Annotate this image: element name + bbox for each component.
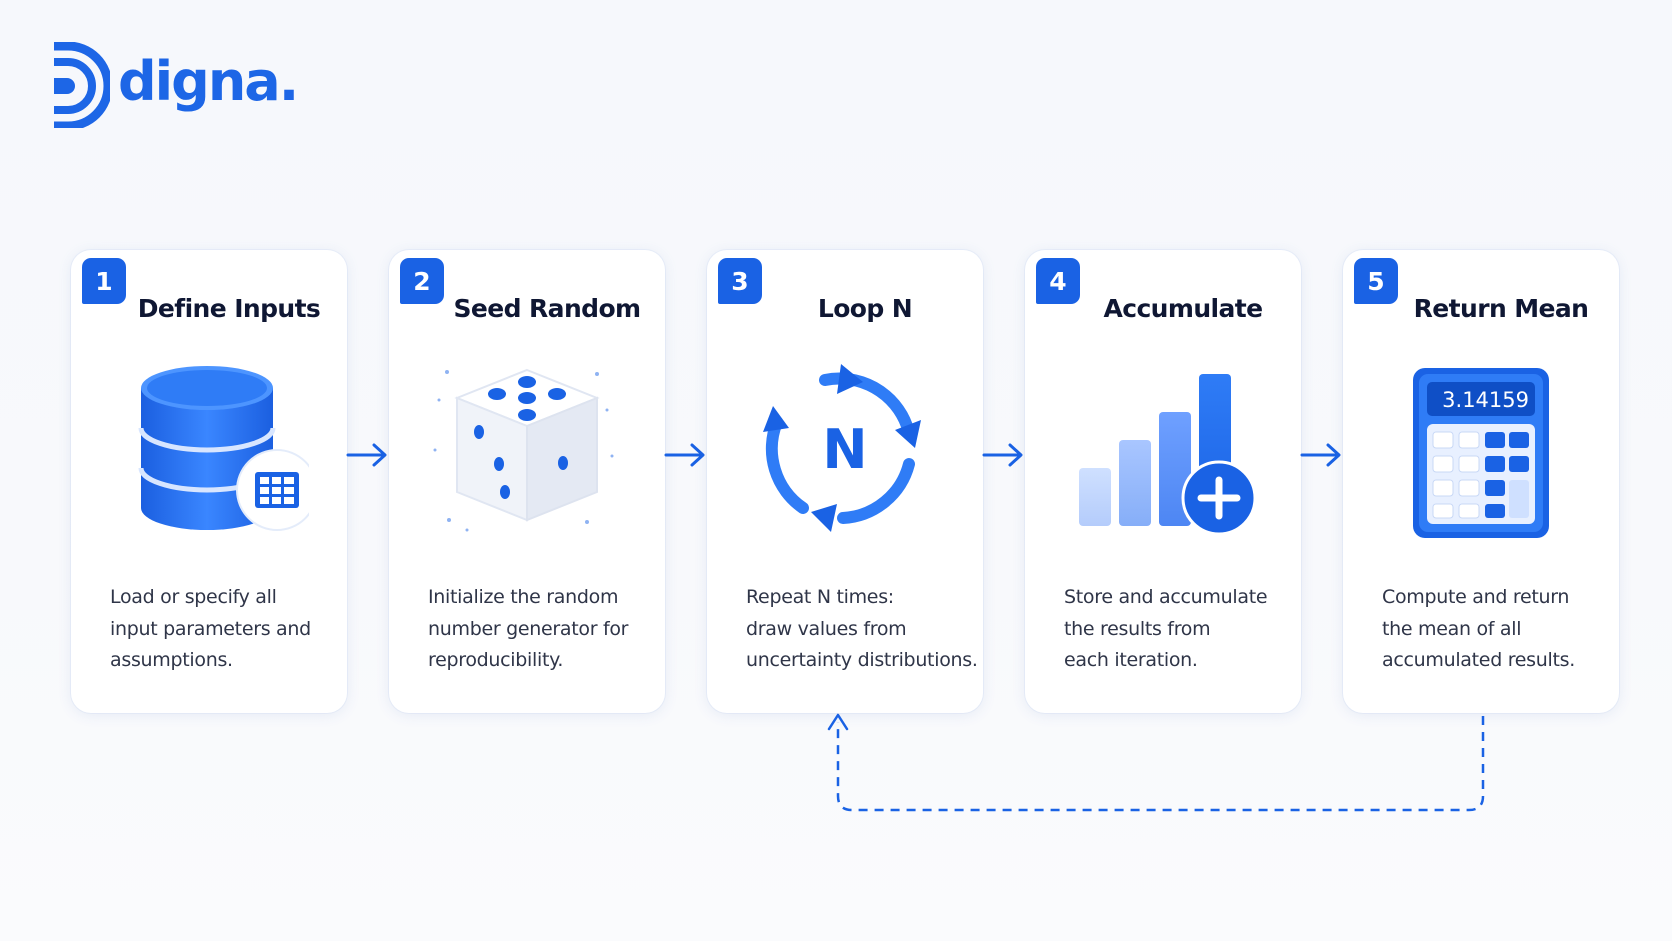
step-card-define-inputs: 1 Define Inputs Load or specify all in: [71, 250, 347, 713]
dice-icon: [427, 360, 627, 540]
step-card-loop-n: 3 Loop N N Repeat N times: draw values f…: [707, 250, 983, 713]
step-card-return-mean: 5 Return Mean 3.14159 Compute and: [1343, 250, 1619, 713]
step-card-seed-random: 2 Seed Random Initialize the random numb…: [389, 250, 665, 713]
step-description: Repeat N times: draw values from uncerta…: [746, 586, 978, 671]
step-number-badge: 1: [82, 258, 126, 304]
bar-chart-plus-icon: [1063, 360, 1263, 540]
step-title: Seed Random: [453, 294, 642, 323]
calculator-icon: 3.14159: [1381, 360, 1581, 540]
calculator-display: 3.14159: [1442, 388, 1529, 412]
step-description: Compute and return the mean of all accum…: [1382, 586, 1575, 671]
loop-n-icon: N: [745, 360, 945, 540]
arrow-right-icon: [982, 443, 1023, 467]
step-title: Loop N: [817, 294, 913, 323]
step-card-accumulate: 4 Accumulate Store and accumulate the re…: [1025, 250, 1301, 713]
arrow-right-icon: [346, 443, 387, 467]
step-title: Define Inputs: [137, 294, 321, 323]
step-description: Initialize the random number generator f…: [428, 586, 629, 671]
step-title: Return Mean: [1413, 294, 1589, 323]
step-title: Accumulate: [1103, 294, 1264, 323]
arrow-right-icon: [664, 443, 705, 467]
database-table-icon: [109, 360, 318, 540]
brand-name: digna.: [118, 50, 299, 113]
step-description: Store and accumulate the results from ea…: [1064, 586, 1268, 671]
step-number-badge: 5: [1354, 258, 1398, 304]
step-description: Load or specify all input parameters and…: [110, 586, 311, 671]
digna-logo-icon: [54, 42, 110, 128]
loop-n-label: N: [822, 418, 867, 481]
step-number-badge: 2: [400, 258, 444, 304]
step-number-badge: 3: [718, 258, 762, 304]
step-number-badge: 4: [1036, 258, 1080, 304]
arrow-right-icon: [1300, 443, 1341, 467]
